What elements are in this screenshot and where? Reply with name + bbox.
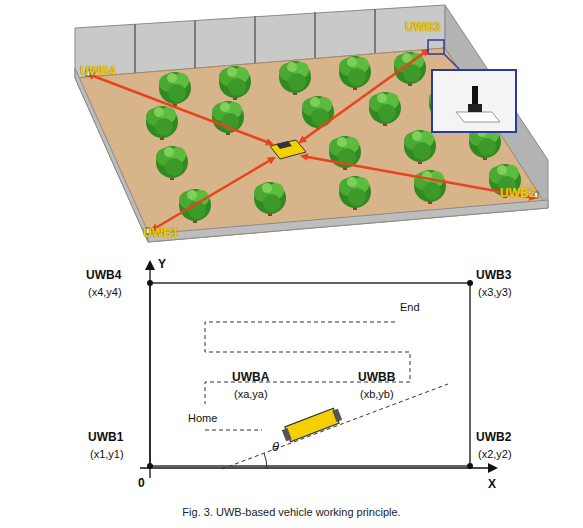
- planned-path: [205, 322, 410, 404]
- angle-arc: [264, 453, 267, 469]
- coordinate-label: (xa,ya): [234, 387, 268, 401]
- left-wall: [75, 68, 148, 242]
- coordinate-label: (x1,y1): [90, 447, 124, 461]
- anchor-label: UWB4: [80, 64, 115, 78]
- tree: [212, 101, 244, 135]
- anchors: [86, 40, 538, 234]
- tree: [369, 92, 401, 126]
- coordinate-label: (x4,y4): [88, 285, 122, 299]
- anchor-label: UWB2: [476, 430, 511, 444]
- trees: [146, 52, 521, 223]
- coordinate-label: (x2,y2): [478, 447, 512, 461]
- tree: [302, 96, 334, 130]
- tree: [156, 146, 188, 180]
- vehicle: [270, 140, 306, 159]
- anchor-label: UWB4: [86, 268, 121, 282]
- floor: [75, 48, 548, 242]
- anchor-label: UWB3: [405, 20, 440, 34]
- origin-label: 0: [138, 476, 145, 490]
- tree: [414, 170, 446, 204]
- tree: [279, 61, 311, 95]
- path-label: End: [400, 300, 420, 314]
- tree: [394, 52, 426, 86]
- tree: [254, 182, 286, 216]
- x-axis: [140, 467, 496, 468]
- anchor-inset: [432, 70, 516, 132]
- coordinate-label: (x3,y3): [478, 285, 512, 299]
- anchor-label: UWB3: [476, 268, 511, 282]
- range-arrows: [88, 50, 535, 230]
- tree: [219, 66, 251, 100]
- path-label: Home: [188, 411, 217, 425]
- tree: [159, 72, 191, 106]
- axis-label: X: [488, 477, 496, 491]
- y-axis: [149, 262, 150, 478]
- tree: [404, 130, 436, 164]
- tag-label: UWBB: [358, 370, 395, 384]
- tag-label: UWBA: [232, 370, 269, 384]
- anchor-label: UWB1: [88, 430, 123, 444]
- axis-label: Y: [158, 257, 166, 271]
- anchor-label: UWB1: [143, 226, 178, 240]
- figure-caption: Fig. 3. UWB-based vehicle working princi…: [0, 506, 583, 518]
- tree: [339, 56, 371, 90]
- field-boundary: [150, 283, 470, 466]
- tree: [339, 176, 371, 210]
- angle-label: θ: [272, 440, 279, 454]
- anchor-label: UWB2: [500, 186, 535, 200]
- home-line: [205, 430, 262, 431]
- coordinate-label: (xb,yb): [360, 387, 394, 401]
- vehicle-symbol: [281, 407, 343, 443]
- anchor-dots: [147, 280, 473, 469]
- tree: [146, 106, 178, 140]
- heading-line: [222, 384, 448, 469]
